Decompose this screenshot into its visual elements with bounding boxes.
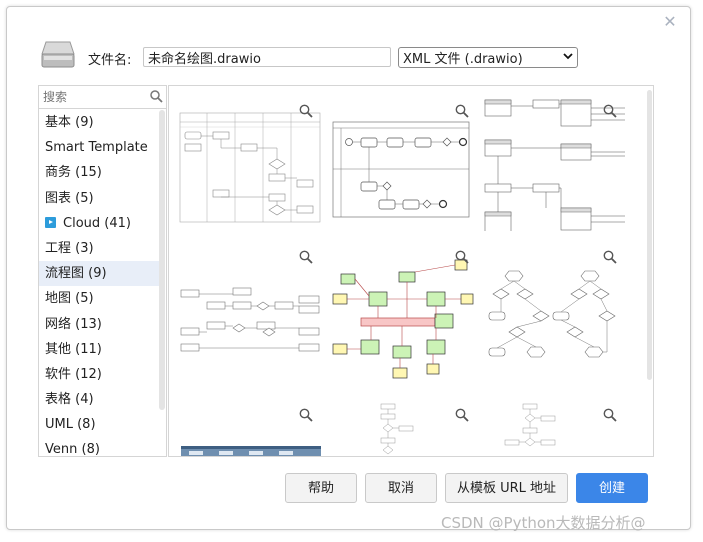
filename-label: 文件名: — [88, 53, 132, 68]
sidebar-scrollbar[interactable] — [159, 110, 165, 410]
template-url-button[interactable]: 从模板 URL 地址 — [445, 473, 568, 503]
template-thumbnail[interactable] — [331, 402, 475, 456]
category-item-uml[interactable]: UML (8) — [45, 417, 96, 433]
search-box — [39, 86, 166, 109]
template-thumbnail[interactable] — [179, 104, 323, 257]
drive-icon — [41, 41, 75, 68]
category-item-tables[interactable]: 表格 (4) — [45, 392, 94, 408]
cloud-play-icon — [45, 216, 56, 228]
category-item-charts[interactable]: 图表 (5) — [45, 190, 94, 206]
zoom-icon[interactable] — [603, 250, 617, 264]
swimlane-preview — [179, 112, 321, 223]
create-button[interactable]: 创建 — [576, 473, 648, 503]
template-gallery — [168, 85, 654, 457]
category-item-flowchart[interactable]: 流程图 (9) — [39, 261, 159, 287]
zoom-icon[interactable] — [299, 408, 313, 422]
zoom-icon[interactable] — [455, 104, 469, 118]
zoom-icon[interactable] — [455, 250, 469, 264]
category-label: Cloud (41) — [63, 215, 131, 231]
category-list: 基本 (9) Smart Template 商务 (15) 图表 (5) Clo… — [39, 110, 159, 457]
watermark: CSDN @Python大数据分析@ — [441, 514, 646, 532]
format-select[interactable]: XML 文件 (.drawio) — [398, 47, 578, 68]
cancel-button[interactable]: 取消 — [365, 473, 437, 503]
gallery-scrollbar[interactable] — [647, 90, 652, 380]
category-item-other[interactable]: 其他 (11) — [45, 341, 102, 357]
search-icon[interactable] — [150, 90, 163, 103]
zoom-icon[interactable] — [299, 104, 313, 118]
template-thumbnail[interactable] — [483, 96, 627, 241]
category-item-basic[interactable]: 基本 (9) — [45, 115, 94, 130]
close-icon[interactable]: ✕ — [663, 12, 677, 31]
flowchart-preview — [180, 287, 320, 352]
category-item-business[interactable]: 商务 (15) — [45, 165, 102, 181]
template-thumbnail[interactable] — [483, 250, 627, 403]
hexagon-flowchart-preview — [488, 270, 616, 358]
template-thumbnail[interactable] — [179, 250, 323, 403]
help-button[interactable]: 帮助 — [285, 473, 357, 503]
zoom-icon[interactable] — [299, 250, 313, 264]
vertical-flowchart-preview — [380, 403, 414, 455]
category-item-maps[interactable]: 地图 (5) — [45, 291, 94, 307]
filename-input[interactable] — [143, 47, 391, 67]
zoom-icon[interactable] — [603, 408, 617, 422]
template-thumbnail[interactable] — [179, 408, 323, 456]
template-thumbnail[interactable] — [331, 104, 475, 257]
search-input[interactable] — [41, 88, 149, 106]
template-thumbnail[interactable] — [331, 250, 475, 403]
zoom-icon[interactable] — [455, 408, 469, 422]
category-item-smart-template[interactable]: Smart Template — [45, 140, 148, 156]
category-item-venn[interactable]: Venn (8) — [45, 442, 100, 457]
category-item-network[interactable]: 网络 (13) — [45, 316, 102, 332]
function-blocks-preview — [484, 99, 625, 233]
category-item-engineering[interactable]: 工程 (3) — [45, 240, 94, 256]
template-thumbnail[interactable] — [483, 402, 627, 456]
category-item-software[interactable]: 软件 (12) — [45, 366, 102, 382]
category-sidebar: 基本 (9) Smart Template 商务 (15) 图表 (5) Clo… — [38, 85, 167, 457]
colored-flowchart-preview — [332, 259, 474, 379]
chevron-down-icon — [563, 52, 573, 63]
category-item-cloud[interactable]: Cloud (41) — [39, 211, 159, 236]
format-select-value: XML 文件 (.drawio) — [403, 52, 523, 67]
process-preview — [181, 446, 321, 456]
decision-flowchart-preview — [504, 403, 556, 447]
zoom-icon[interactable] — [603, 104, 617, 118]
bpmn-preview — [332, 121, 470, 218]
